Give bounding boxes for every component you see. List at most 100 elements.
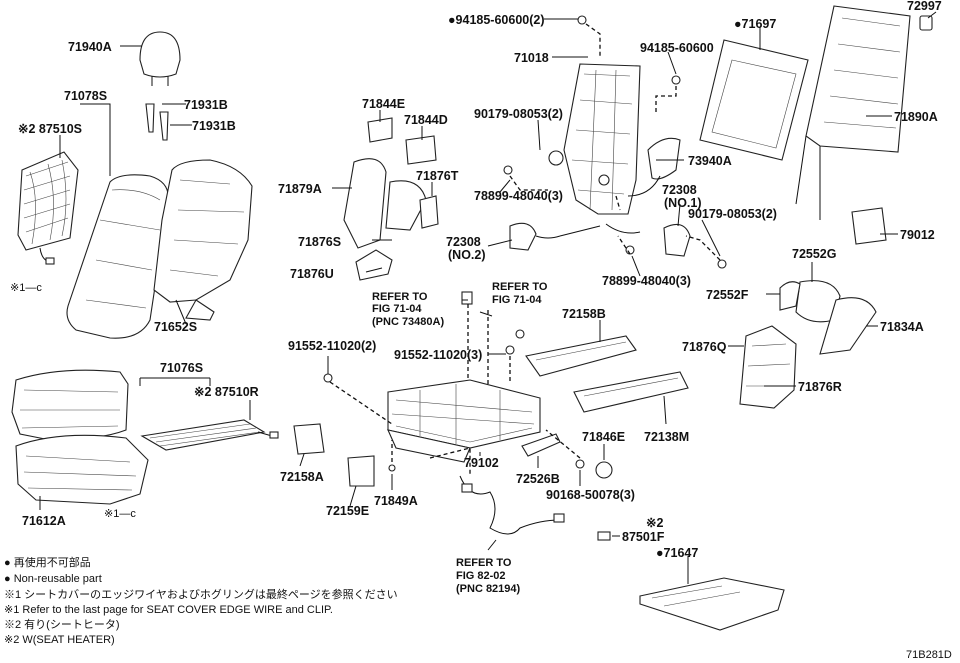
label-90179-08053-2-upper: 90179-08053(2): [474, 107, 563, 121]
label-71834a: 71834A: [880, 320, 924, 334]
label-72308-no1-sub: (NO.1): [664, 196, 702, 210]
label-90168-50078-3: 90168-50078(3): [546, 488, 635, 502]
label-72552f: 72552F: [706, 288, 749, 302]
back-frame-drawing: [548, 63, 641, 215]
label-71876t: 71876T: [416, 169, 459, 183]
label-71940a: 71940A: [68, 40, 112, 54]
leader-lines: [39, 11, 937, 584]
label-refer-7104-a-line2: FIG 71-04: [372, 303, 422, 315]
track-frame-drawing: [387, 379, 541, 463]
label-79012: 79012: [900, 228, 935, 242]
legend-line-2: ● Non-reusable part: [4, 573, 102, 585]
label-71018: 71018: [514, 51, 549, 65]
label-71076s: 71076S: [160, 361, 203, 375]
label-refer-7104-b-line1: REFER TO: [492, 281, 548, 293]
label-71844d: 71844D: [404, 113, 448, 127]
label-71652s: 71652S: [154, 320, 197, 334]
label-refer-7104-a-line3: (PNC 73480A): [372, 316, 444, 328]
recliner-lh-drawing: [509, 222, 561, 251]
back-panel-drawing: [795, 5, 911, 220]
label-refer-7104-a-line1: REFER TO: [372, 291, 428, 303]
label-71849a: 71849A: [374, 494, 418, 508]
label-71876q: 71876Q: [682, 340, 727, 354]
label-91552-11020-3: 91552-11020(3): [394, 348, 482, 362]
label-clip-b: ※1—c: [104, 508, 136, 520]
label-72552g: 72552G: [792, 247, 836, 261]
label-refer-8202-line2: FIG 82-02: [456, 570, 506, 582]
label-90179-08053-2-lower: 90179-08053(2): [688, 207, 777, 221]
label-71876u: 71876U: [290, 267, 334, 281]
label-clip-a: ※1—c: [10, 282, 42, 294]
label-refer-7104-b-line2: FIG 71-04: [492, 294, 542, 306]
label-87501f-note: ※2: [646, 516, 663, 530]
label-71078s: 71078S: [64, 89, 107, 103]
track-cover-upper-drawing: [525, 335, 637, 377]
side-trim-front-drawing: [293, 423, 325, 455]
label-71647: ●71647: [656, 546, 698, 560]
headrest-guide-drawing: [145, 103, 169, 141]
label-72138m: 72138M: [644, 430, 689, 444]
track-cover-lower-drawing: [573, 371, 689, 413]
lumbar-drawing: [627, 137, 681, 197]
legend-line-5: ※2 有り(シートヒータ): [4, 617, 120, 631]
label-79102: 79102: [464, 456, 499, 470]
clip-72997-drawing: [919, 15, 933, 31]
side-covers-lh-drawing: [343, 117, 439, 281]
legend-line-6: ※2 W(SEAT HEATER): [4, 634, 115, 646]
headrest-drawing: [139, 31, 181, 86]
lever-drawing: [521, 433, 561, 457]
label-71876r: 71876R: [798, 380, 842, 394]
label-refer-8202-line1: REFER TO: [456, 557, 512, 569]
legend: ● 再使用不可部品 ● Non-reusable part ※1 シートカバーの…: [4, 555, 398, 646]
label-72526b: 72526B: [516, 472, 560, 486]
cap-drawing: [595, 461, 613, 479]
cushion-pad-drawing: [15, 434, 149, 505]
side-cover-drawing: [819, 297, 877, 355]
cover-79012-drawing: [851, 207, 887, 245]
side-trim-rear-drawing: [347, 455, 375, 487]
legend-line-1: ● 再使用不可部品: [4, 555, 91, 569]
label-94185-60600: 94185-60600: [640, 41, 714, 55]
bracket-rh-drawing: [739, 325, 797, 409]
label-78899-48040-3-lower: 78899-48040(3): [602, 274, 691, 288]
wire-harness-drawing: [459, 475, 611, 541]
label-72308-no2: 72308: [446, 235, 481, 249]
label-91552-11020-2: 91552-11020(2): [288, 339, 376, 353]
label-71844e: 71844E: [362, 97, 405, 111]
label-94185-60600-2: ●94185-60600(2): [448, 13, 545, 27]
cushion-cover-drawing: [11, 369, 129, 441]
part-labels: ●94185-60600(2) ●71697 72997 71940A 9418…: [10, 0, 942, 595]
label-87510r: ※2 87510R: [194, 385, 259, 399]
mat-drawing: [639, 577, 785, 631]
label-71931b-lower: 71931B: [192, 119, 236, 133]
label-72159e: 72159E: [326, 504, 369, 518]
label-87510s: ※2 87510S: [18, 122, 82, 136]
label-72308-no2-sub: (NO.2): [448, 248, 486, 262]
label-72158a: 72158A: [280, 470, 324, 484]
legend-line-4: ※1 Refer to the last page for SEAT COVER…: [4, 604, 333, 616]
label-71879a: 71879A: [278, 182, 322, 196]
label-72308-no1: 72308: [662, 183, 697, 197]
back-cover-drawing: [66, 174, 169, 339]
label-refer-8202-line3: (PNC 82194): [456, 583, 521, 595]
label-71846e: 71846E: [582, 430, 625, 444]
label-71697: ●71697: [734, 17, 776, 31]
cushion-heater-drawing: [140, 419, 279, 451]
label-71890a: 71890A: [894, 110, 938, 124]
recliner-rh-drawing: [559, 223, 691, 257]
legend-line-3: ※1 シートカバーのエッジワイヤおよびホグリングは最終ページを参照ください: [4, 587, 398, 601]
label-72997: 72997: [907, 0, 942, 13]
figure-id: 71B281D: [906, 649, 952, 661]
label-87501f: 87501F: [622, 530, 665, 544]
label-78899-48040-3-upper: 78899-48040(3): [474, 189, 563, 203]
label-73940a: 73940A: [688, 154, 732, 168]
back-board-drawing: [699, 39, 809, 161]
label-71612a: 71612A: [22, 514, 66, 528]
label-71931b-upper: 71931B: [184, 98, 228, 112]
back-pad-drawing: [153, 159, 253, 321]
assembly-lines: [329, 23, 721, 476]
label-71876s: 71876S: [298, 235, 341, 249]
label-72158b: 72158B: [562, 307, 606, 321]
